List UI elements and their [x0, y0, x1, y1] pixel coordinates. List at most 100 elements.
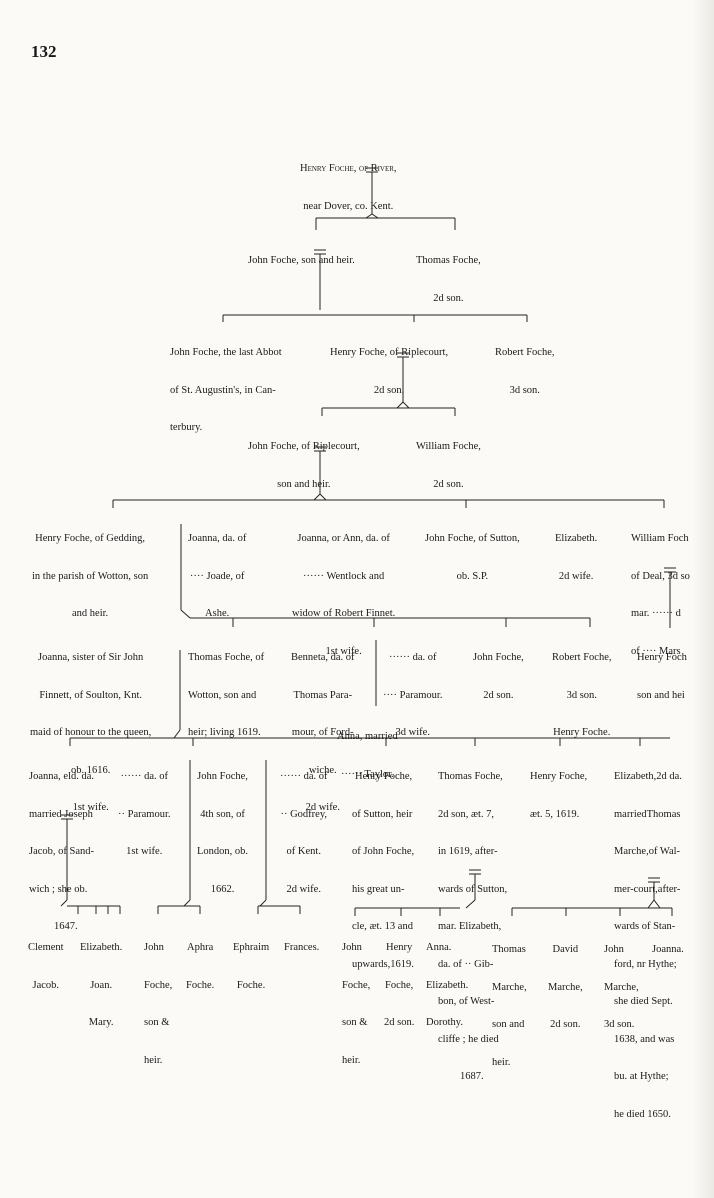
person-john-foche-riplecourt: John Foche, of Riplecourt, son and heir. — [248, 416, 360, 516]
line: ······ da. of — [388, 652, 437, 663]
person-anna-elizabeth-dorothy: Anna. Elizabeth. Dorothy. — [426, 917, 468, 1055]
person-henry-foche-2dson: Henry Foche, 2d son. — [384, 917, 414, 1055]
line: heir. — [492, 1056, 511, 1068]
line: Wotton, son and — [188, 689, 257, 701]
line: John Foche, the last Abbot — [170, 347, 282, 358]
line: London, ob. — [197, 846, 249, 857]
line: da. of ·· Gib- — [438, 958, 494, 970]
line: ford, nr Hythe; — [614, 958, 677, 970]
line: 3d son. — [566, 689, 597, 701]
line: Joanna, da. of — [188, 533, 247, 544]
line: Henry Foch — [637, 652, 687, 663]
person-henry-foche-gedding: Henry Foche, of Gedding, in the parish o… — [32, 508, 148, 646]
person-thomas-marche: Thomas Marche, son and heir. — [492, 919, 527, 1094]
line: wich ; she ob. — [29, 883, 88, 895]
line: mar. Elizabeth, — [438, 921, 502, 932]
line: 2d son. — [433, 292, 464, 304]
line: Thomas Foche, — [416, 255, 481, 266]
line: Marche, — [604, 981, 639, 993]
line: bu. at Hythe; — [614, 1071, 669, 1082]
line: Henry Foche, — [530, 771, 588, 782]
line: Robert Foche, — [495, 347, 555, 358]
line: 2d son. — [384, 1017, 415, 1028]
line: Anna. — [426, 942, 452, 953]
line: 2d wife. — [305, 802, 340, 813]
line: 1687. — [460, 1071, 484, 1082]
line: ······ Taylor. — [340, 768, 394, 780]
person-john-foche-son-heir-sutton: John Foche, son & heir. — [342, 917, 370, 1092]
line: maid of honour to the queen, — [30, 727, 152, 738]
line: John Foche, — [197, 771, 248, 782]
line: of St. Augustin's, in Can- — [170, 384, 276, 396]
person-joanna-finnett: Joanna, sister of Sir John Finnett, of S… — [30, 627, 151, 840]
line: Elizabeth. — [80, 942, 123, 953]
line: 1647. — [54, 921, 78, 932]
line: Robert Foche, — [552, 652, 612, 663]
line: she died Sept. — [614, 996, 673, 1007]
line: and heir. — [72, 608, 109, 619]
line: Thomas — [492, 944, 526, 955]
person-elizabeth-joan-mary: Elizabeth. Joan. Mary. — [80, 917, 122, 1055]
line: Henry Foche. — [553, 727, 611, 738]
person-clement-jacob: Clement Jacob. — [28, 917, 64, 1017]
line: Elizabeth. — [426, 979, 469, 991]
line: Mary. — [88, 1017, 114, 1028]
person-elizabeth-2d-da-marche: Elizabeth,2d da. marriedThomas Marche,of… — [614, 746, 682, 1146]
line: his great un- — [352, 883, 405, 895]
line: upwards,1619. — [352, 958, 414, 970]
line: William Foche, — [416, 441, 481, 452]
line: 3d wife. — [395, 727, 430, 738]
line: Marche,of Wal- — [614, 846, 681, 857]
line: ···· Paramour. — [383, 689, 443, 701]
line: ······ da. of — [120, 771, 168, 782]
person-da-of-paramour-1st-wife: ······ da. of ·· Paramour. 1st wife. — [118, 746, 171, 884]
person-henry-foche-river: Henry Foche, of River, near Dover, co. K… — [300, 138, 397, 238]
person-thomas-foche-2d-son: Thomas Foche, 2d son. — [416, 230, 481, 330]
person-robert-foche-3d-son: Robert Foche, 3d son. Henry Foche. — [552, 627, 612, 765]
person-joanna-joade: Joanna, da. of ···· Joade, of Ashe. — [188, 508, 246, 646]
line: son & — [342, 1017, 368, 1028]
line: Henry Foche, of Riplecourt, — [330, 347, 449, 358]
line: in the parish of Wotton, son — [32, 570, 149, 582]
person-thomas-foche-2d-son-sutton: Thomas Foche, 2d son, æt. 7, in 1619, af… — [438, 746, 507, 1109]
line: æt. 5, 1619. — [530, 808, 580, 820]
person-john-foche-son-heir-london: John Foche, son & heir. — [144, 917, 172, 1092]
line: of Sutton, heir — [352, 808, 413, 820]
person-benneta: Benneta, da. of Thomas Para- mour, of Fo… — [291, 627, 355, 840]
line: son and — [492, 1019, 525, 1030]
line: mar. ······ d — [631, 608, 681, 619]
person-john-foche-abbot: John Foche, the last Abbot of St. August… — [170, 322, 282, 460]
person-henry-foche-aet5: Henry Foche, æt. 5, 1619. — [530, 746, 587, 846]
line: marriedThomas — [614, 808, 681, 820]
line: Henry Foche, — [355, 771, 413, 782]
line: John Foche, — [473, 652, 524, 663]
line: Foche, — [385, 979, 414, 991]
line: Elizabeth. — [555, 533, 598, 544]
line: Thomas Foche, of — [188, 652, 265, 663]
person-john-foche-2d-son: John Foche, 2d son. — [473, 627, 524, 727]
line: Joanna, or Ann, da. of — [297, 533, 390, 544]
line: bon, of West- — [438, 996, 495, 1007]
person-john-foche-son-heir: John Foche, son and heir. — [248, 230, 355, 293]
line: 2d son. — [483, 689, 514, 701]
person-joanna-wentlock: Joanna, or Ann, da. of ······ Wentlock a… — [292, 508, 395, 683]
line: 1662. — [210, 883, 235, 895]
page-edge-shadow — [692, 0, 714, 1198]
person-ephraim-foche: Ephraim Foche. — [233, 917, 269, 1017]
person-henry-foche-heir-right: Henry Foch son and hei — [637, 627, 687, 727]
line: Henry Foche, of River, — [300, 163, 397, 174]
line: married Joseph — [29, 808, 93, 820]
line: 1st wife. — [325, 645, 362, 657]
line: cle, æt. 13 and — [352, 921, 413, 932]
person-henry-foche-sutton-heir: Henry Foche, of Sutton, heir of John Foc… — [352, 746, 414, 996]
line: of Deal, 3d so — [631, 570, 690, 582]
line: he died 1650. — [614, 1108, 671, 1120]
line: William Foch — [631, 533, 689, 544]
line: wiche. — [308, 764, 337, 776]
line: ······ Wentlock and — [303, 570, 385, 582]
person-henry-foche-riplecourt: Henry Foche, of Riplecourt, 2d son. — [330, 322, 448, 422]
line: John Foche, son and heir. — [248, 255, 355, 266]
line: heir. — [144, 1054, 163, 1066]
line: wards of Sutton, — [438, 883, 508, 895]
